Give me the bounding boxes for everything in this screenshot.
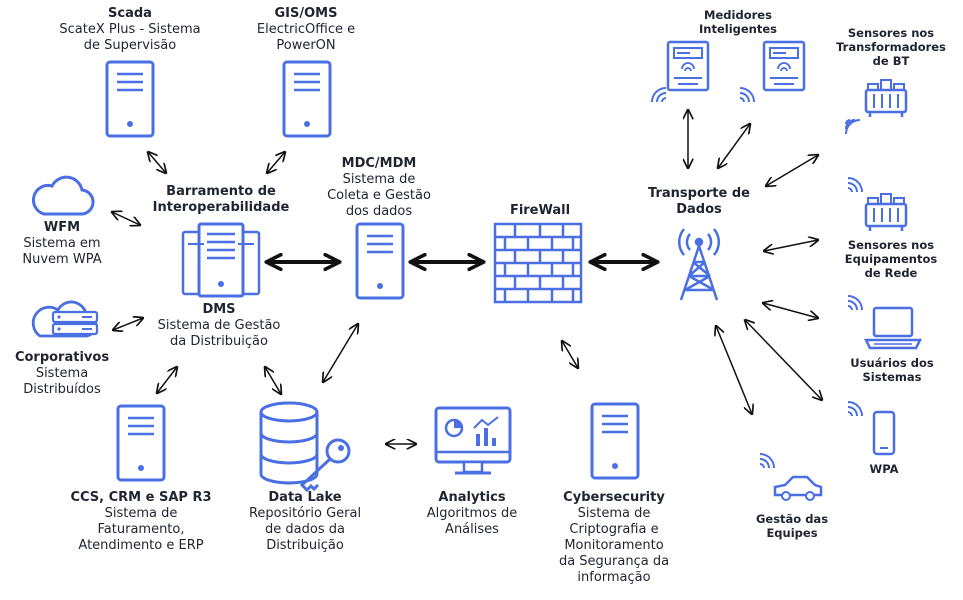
connector [718, 124, 750, 168]
analytics-monitor-icon [434, 406, 512, 475]
antenna-tower-icon [677, 228, 721, 301]
wpa-label: WPA [869, 462, 899, 476]
connector [157, 367, 177, 393]
transformer-sensor-icon [845, 78, 908, 135]
wfm-label: WFM Sistema em Nuvem WPA [22, 220, 102, 267]
scada-server-icon [105, 60, 155, 138]
connector [764, 240, 818, 251]
ccs-server-icon [116, 404, 166, 482]
medidores-label: Medidores Inteligentes [698, 8, 778, 36]
gis-label: GIS/OMS ElectricOffice e PowerON [256, 6, 356, 53]
database-key-icon [259, 401, 351, 493]
usuarios-label: Usuários dos Sistemas [850, 356, 934, 384]
corporativos-label: Corporativos Sistema Distribuídos [14, 350, 110, 397]
ccs-label: CCS, CRM e SAP R3 Sistema de Faturamento… [70, 490, 212, 553]
connector [113, 318, 143, 330]
connectors [112, 110, 822, 444]
laptop-icon [847, 295, 923, 350]
smart-meter-icon [739, 40, 806, 103]
connector [112, 212, 140, 225]
connector [562, 341, 578, 368]
mdc-label: MDC/MDM Sistema de Coleta e Gestão dos d… [327, 156, 431, 219]
gestao-label: Gestão das Equipes [755, 512, 829, 540]
smart-meter-icon [651, 40, 710, 103]
firewall-icon [493, 222, 583, 304]
smartphone-icon [847, 401, 896, 456]
gis-server-icon [282, 60, 332, 138]
car-icon [759, 453, 823, 501]
connector [265, 367, 281, 394]
transporte-label: Transporte de Dados [648, 186, 750, 217]
barramento-label: Barramento de Interoperabilidade [152, 184, 290, 215]
firewall-label: FireWall [509, 203, 571, 218]
mdc-server-icon [355, 222, 405, 300]
connector [763, 303, 818, 318]
cyber-label: Cybersecurity Sistema de Criptografia e … [558, 490, 670, 585]
dms-servers-icon [181, 222, 261, 298]
sensores-bt-label: Sensores nos Transformadores de BT [836, 26, 946, 68]
connector [716, 326, 752, 414]
scada-label: Scada ScateX Plus - Sistema de Supervisã… [59, 6, 201, 53]
cloud-server-icon [31, 300, 99, 338]
dms-label: DMS Sistema de Gestão da Distribuição [157, 302, 281, 349]
connector [323, 324, 358, 382]
sensores-rede-label: Sensores nos Equipamentos de Rede [844, 238, 938, 280]
connector [267, 152, 285, 173]
connector [148, 152, 166, 173]
connector [745, 320, 822, 400]
cloud-icon [31, 175, 95, 216]
analytics-label: Analytics Algoritmos de Análises [426, 490, 518, 537]
cyber-server-icon [590, 402, 640, 480]
equipment-sensor-icon [847, 177, 908, 233]
datalake-label: Data Lake Repositório Geral de dados da … [248, 490, 362, 553]
connector [766, 155, 818, 186]
